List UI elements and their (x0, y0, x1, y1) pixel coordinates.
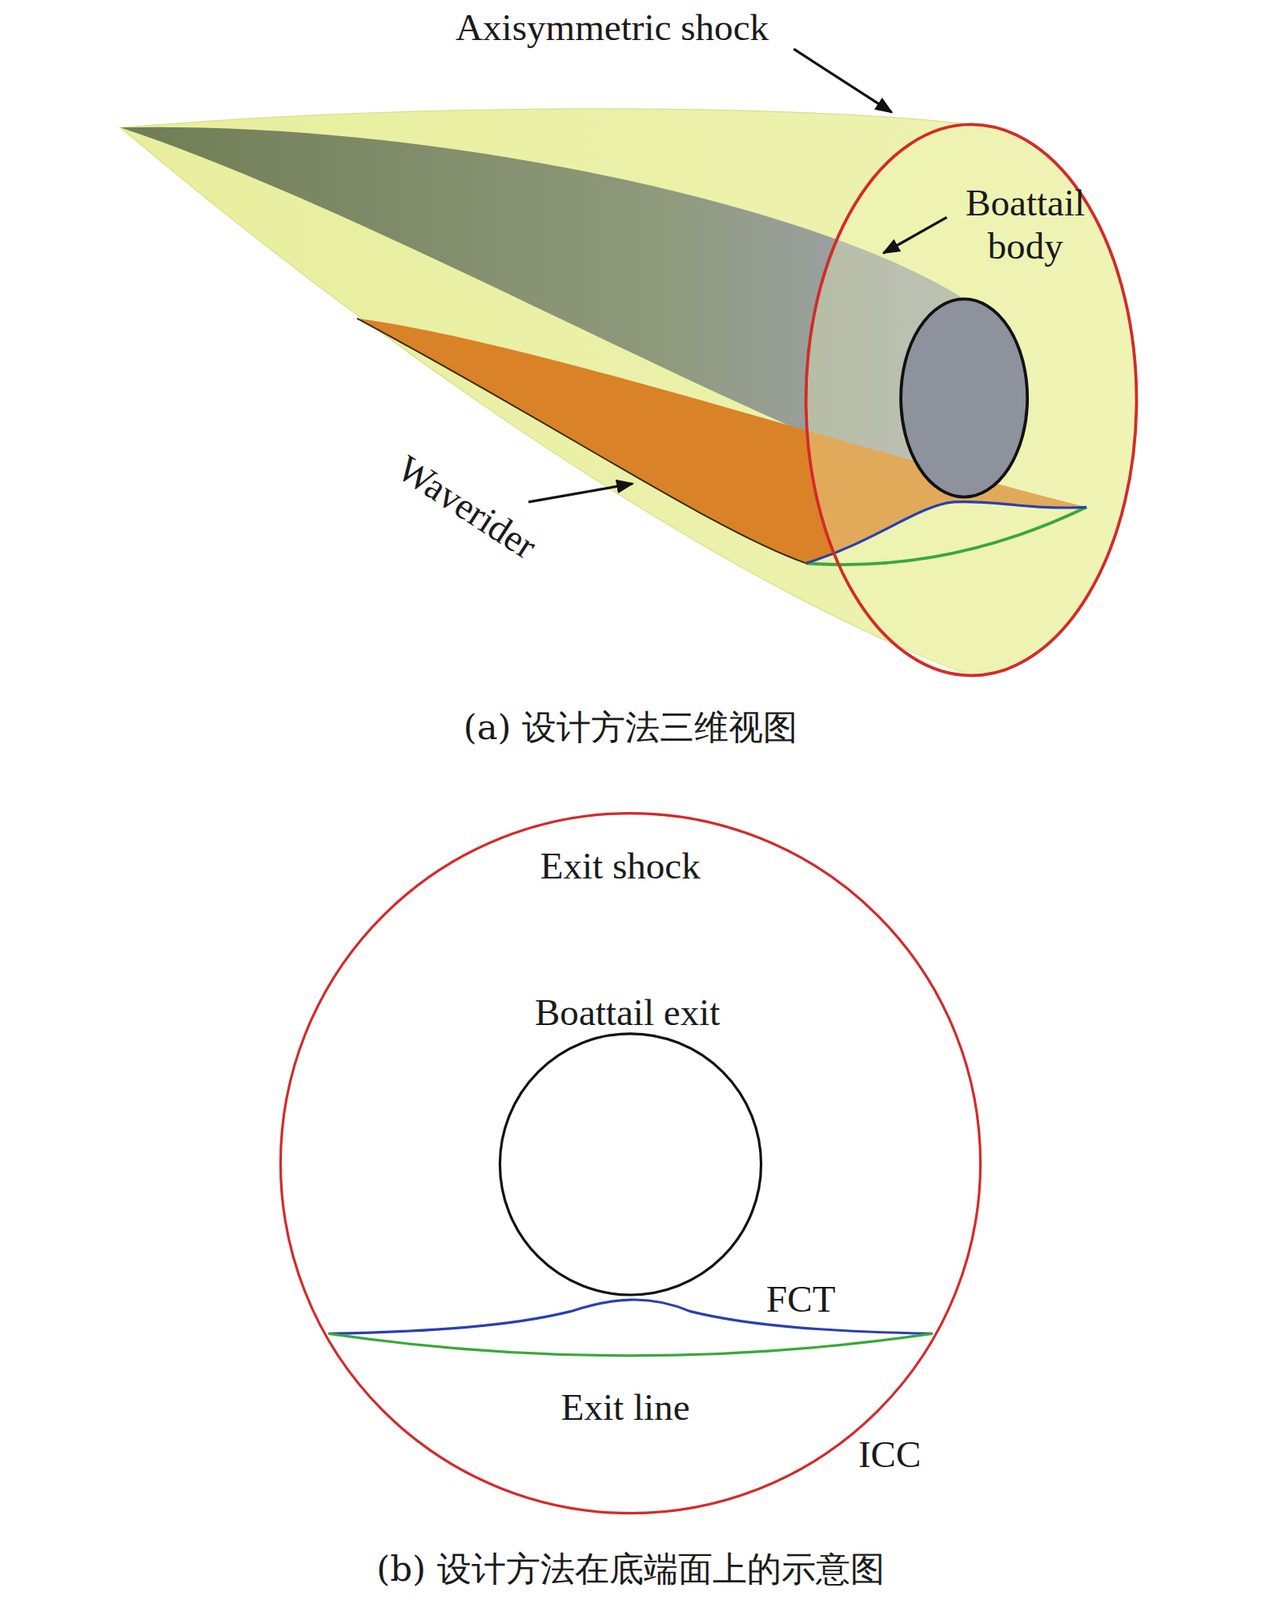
shock-cone (120, 108, 1137, 676)
leader-arrow (528, 483, 633, 502)
exit-shock-ring (806, 124, 1137, 675)
shock-exit-face (806, 124, 1137, 675)
panel-caption: (b) 设计方法在底端面上的示意图 (376, 1549, 884, 1590)
part-label: Exit shock (540, 843, 701, 888)
exit-shock-circle (280, 813, 980, 1514)
fct-curve (806, 501, 1087, 564)
callout-label: Waverider (389, 446, 545, 569)
panel-caption: (a) 设计方法三维视图 (463, 707, 798, 748)
fct-curve (328, 1299, 932, 1334)
body-exit-face (900, 298, 1028, 497)
callout-label: Boattail body (928, 180, 1123, 268)
callout-label: Axisymmetric shock (455, 5, 769, 49)
waverider-edge (357, 318, 807, 564)
exit-line (806, 506, 1087, 565)
part-label: Boattail exit (534, 990, 721, 1034)
part-label: Exit line (561, 1385, 691, 1429)
boattail-exit-circle (499, 1033, 761, 1295)
leader-arrow (883, 216, 948, 254)
leader-arrow (793, 48, 892, 113)
exit-line (328, 1333, 932, 1355)
part-label: ICC (858, 1432, 922, 1476)
part-label: FCT (766, 1277, 836, 1321)
